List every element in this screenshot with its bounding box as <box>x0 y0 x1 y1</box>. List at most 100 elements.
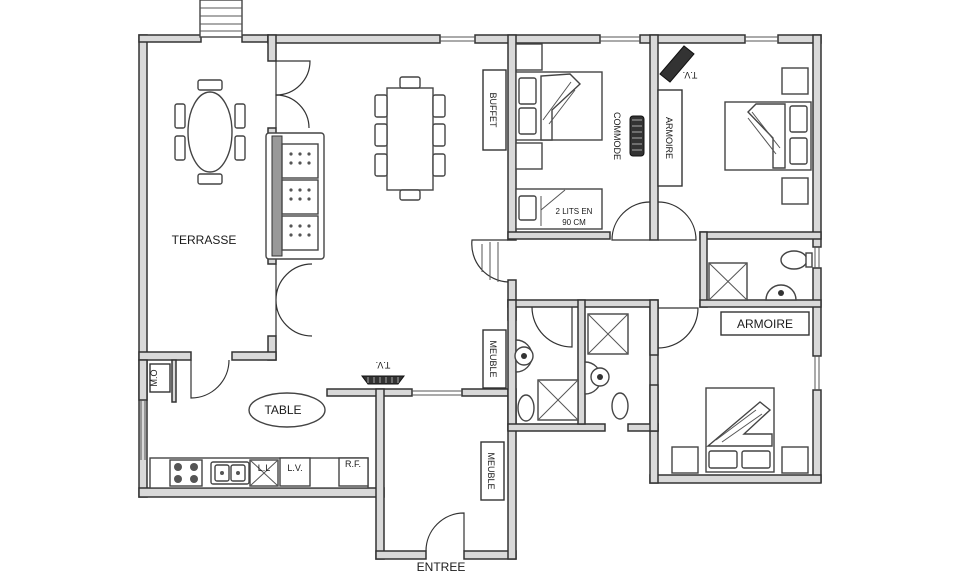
walls <box>138 34 822 560</box>
nightstand <box>671 446 699 474</box>
bed-sheet <box>540 73 582 141</box>
stove <box>169 459 203 487</box>
meuble-cabinet <box>480 441 505 501</box>
toilet <box>780 250 808 270</box>
chair <box>197 173 223 185</box>
bedroom2-furniture: ARMOIRE T.V. <box>657 45 812 205</box>
chair <box>399 76 421 89</box>
chair <box>234 103 246 129</box>
kitchen-table <box>248 392 326 428</box>
label-tv-mid: T.V. <box>376 360 391 370</box>
label-ll: L.L <box>258 463 271 473</box>
buffet <box>482 69 507 151</box>
toilet-tank <box>805 252 813 268</box>
nightstand <box>781 67 809 95</box>
wall-top-terrasse-left <box>138 34 202 43</box>
label-mo: M.O <box>149 370 159 387</box>
chair <box>174 135 186 161</box>
pillow <box>741 450 771 469</box>
door-kitchen <box>190 359 230 399</box>
nightstand <box>781 446 809 474</box>
wall-hall-partition <box>461 388 513 397</box>
wall-bath-bottom-left <box>507 423 606 432</box>
bedroom3-furniture <box>671 387 809 474</box>
wall-top-bedroom2 <box>639 34 746 44</box>
label-rf: R.F. <box>345 459 361 469</box>
fridge <box>338 457 369 487</box>
wall-entree-bottom-left <box>375 550 427 560</box>
stair-arc <box>471 239 509 283</box>
sofa <box>265 132 325 260</box>
wall-bedroom1-bottom <box>507 231 611 240</box>
wall-outer-left <box>138 34 148 498</box>
chair <box>174 103 186 129</box>
bathroom1 <box>514 339 579 422</box>
tv-living <box>361 375 405 385</box>
washing-machine <box>279 457 311 487</box>
hall-stairs <box>471 239 509 283</box>
door-bath1 <box>531 306 573 348</box>
label-lv: L.V. <box>287 463 302 473</box>
label-tv-top: T.V. <box>683 70 698 80</box>
pillow <box>789 137 808 165</box>
wall-outer-right-bottom <box>812 389 822 483</box>
kitchen: M.O TABLE L.L L.V. R.F. <box>149 363 369 489</box>
label-armoire-right: ARMOIRE <box>737 317 793 331</box>
wall-top-bedroom1 <box>474 34 601 44</box>
wall-kitchen-bottom <box>138 487 385 498</box>
label-meuble-mid: MEUBLE <box>488 340 498 377</box>
door-terrasse-2 <box>275 94 310 129</box>
bathroom2 <box>584 313 629 420</box>
door-terrasse-4 <box>275 299 313 337</box>
terrace-stairs <box>199 0 243 38</box>
dining-table <box>386 87 434 191</box>
chair <box>197 79 223 91</box>
label-entree: ENTREE <box>417 560 466 574</box>
pillow <box>518 107 537 135</box>
armoire <box>657 89 683 187</box>
oval-table <box>187 91 233 173</box>
chair <box>374 123 388 147</box>
wall-tv-partition <box>326 388 413 397</box>
door-terrasse-1 <box>275 60 311 96</box>
wall-outer-right-top <box>812 34 822 248</box>
wall-bath-left <box>507 299 517 431</box>
wall-terrasse-bottom-right <box>231 351 277 361</box>
tv-icon <box>659 45 695 83</box>
chair <box>374 94 388 118</box>
label-lits-line1: 2 LITS EN <box>556 207 593 216</box>
terrace-table-set <box>174 79 246 185</box>
wall-top-living <box>267 34 441 44</box>
tv-icon <box>361 375 405 385</box>
door-terrasse-3 <box>275 263 313 301</box>
label-armoire-top: ARMOIRE <box>664 117 674 159</box>
label-table: TABLE <box>264 403 301 417</box>
wall-bottom-bedroom3 <box>649 474 822 484</box>
door-bedroom3 <box>657 307 699 349</box>
label-meuble-bottom: MEUBLE <box>486 452 496 489</box>
armoire <box>720 311 810 336</box>
pillow <box>789 105 808 133</box>
wall-wc-left <box>699 231 708 308</box>
wc-room <box>708 250 813 301</box>
bed-sheet <box>747 103 786 169</box>
chair <box>432 94 446 118</box>
sofa-cushion <box>281 215 319 251</box>
label-terrasse: TERRASSE <box>172 233 237 247</box>
wall-bedroom1-left <box>507 34 517 241</box>
wall-kitchen-mo-side <box>171 359 177 403</box>
wall-armoire-top <box>699 299 822 308</box>
wall-bath-right-lower <box>649 384 659 432</box>
nightstand <box>781 177 809 205</box>
wall-bedroom1-right <box>649 34 659 241</box>
chair <box>399 189 421 201</box>
windows <box>140 36 820 460</box>
label-lits-line2: 90 CM <box>562 218 586 227</box>
sofa-cushion <box>281 143 319 179</box>
door-entree <box>425 512 465 552</box>
door-bedroom1 <box>611 201 651 241</box>
pillow <box>708 450 738 469</box>
sofa-cushion <box>281 179 319 215</box>
nightstand <box>515 142 543 170</box>
